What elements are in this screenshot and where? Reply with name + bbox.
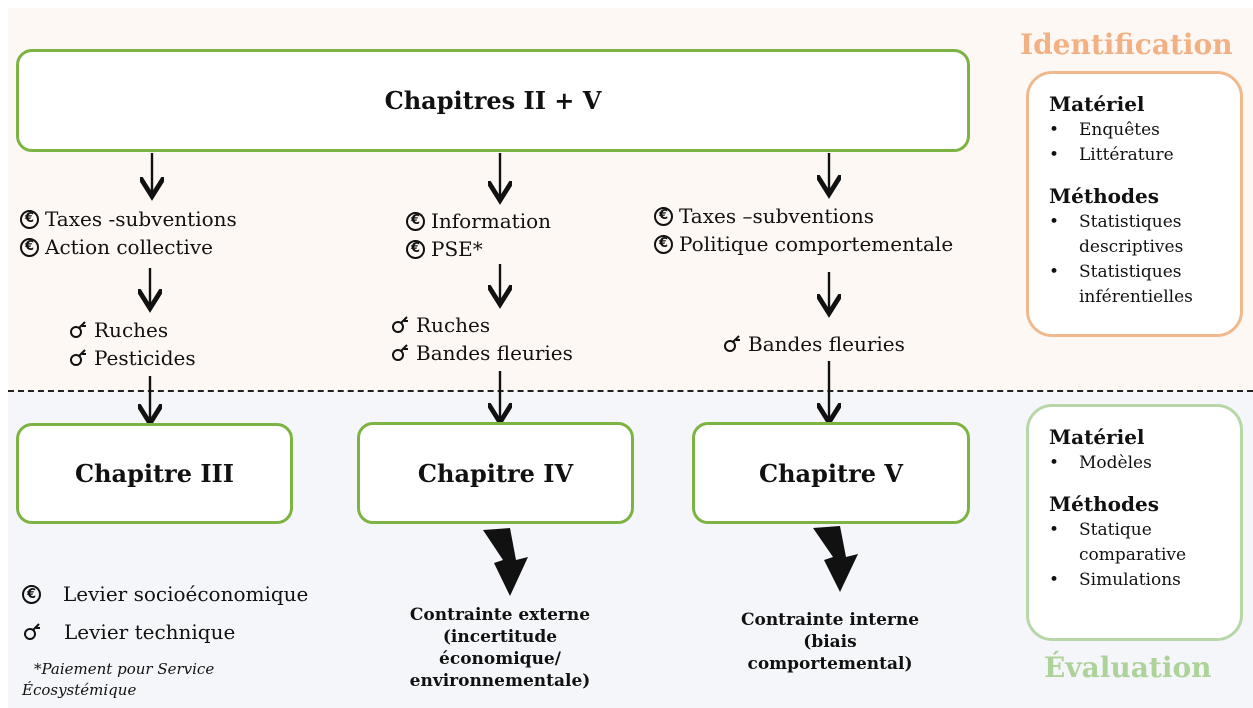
euro-icon: € (20, 209, 39, 229)
euro-icon: € (20, 237, 39, 257)
chapter-box-4: Chapitre IV (357, 422, 634, 524)
flower-tech-icon (70, 349, 86, 366)
euro-icon: € (406, 239, 425, 259)
flower-tech-icon (70, 321, 86, 338)
external-constraint: Contrainte externe (incertitude économiq… (409, 605, 591, 691)
main-chapter-box: Chapitres II + V (16, 49, 970, 152)
lightning-bolt-icon (813, 526, 858, 592)
techs-col-2: Ruches Bandes fleuries (390, 311, 573, 367)
euro-icon: € (654, 234, 673, 254)
footnote: *Paiement pour Service Écosystémique (22, 660, 215, 699)
lightning-bolt-icon (483, 528, 528, 596)
evaluation-title: Évaluation (1044, 651, 1212, 684)
legend-socio-label: Levier socioéconomique (63, 582, 309, 606)
identification-title: Identification (1020, 28, 1233, 61)
flower-tech-icon (724, 335, 740, 352)
legend: € Levier socioéconomique Levier technique (22, 575, 308, 651)
chapter-box-3: Chapitre III (16, 423, 293, 524)
euro-icon: € (406, 211, 425, 231)
chapter-box-5: Chapitre V (692, 422, 970, 524)
euro-icon: € (654, 206, 673, 226)
internal-constraint: Contrainte interne (biais comportemental… (740, 610, 920, 674)
levers-col-1: €Taxes -subventions €Action collective (20, 205, 237, 261)
techs-col-3: Bandes fleuries (722, 330, 905, 358)
flower-tech-icon (24, 623, 40, 640)
identification-box: Matériel Enquêtes Littérature Méthodes S… (1026, 71, 1243, 337)
techs-col-1: Ruches Pesticides (68, 316, 196, 372)
flower-tech-icon (392, 316, 408, 333)
levers-col-3: €Taxes –subventions €Politique comportem… (654, 202, 953, 258)
evaluation-box: Matériel Modèles Méthodes Statique compa… (1026, 404, 1243, 641)
legend-tech-label: Levier technique (64, 620, 236, 644)
dashed-divider (8, 390, 1253, 392)
levers-col-2: €Information €PSE* (406, 207, 551, 263)
euro-icon: € (22, 584, 41, 604)
flower-tech-icon (392, 344, 408, 361)
main-chapter-label: Chapitres II + V (384, 86, 602, 115)
